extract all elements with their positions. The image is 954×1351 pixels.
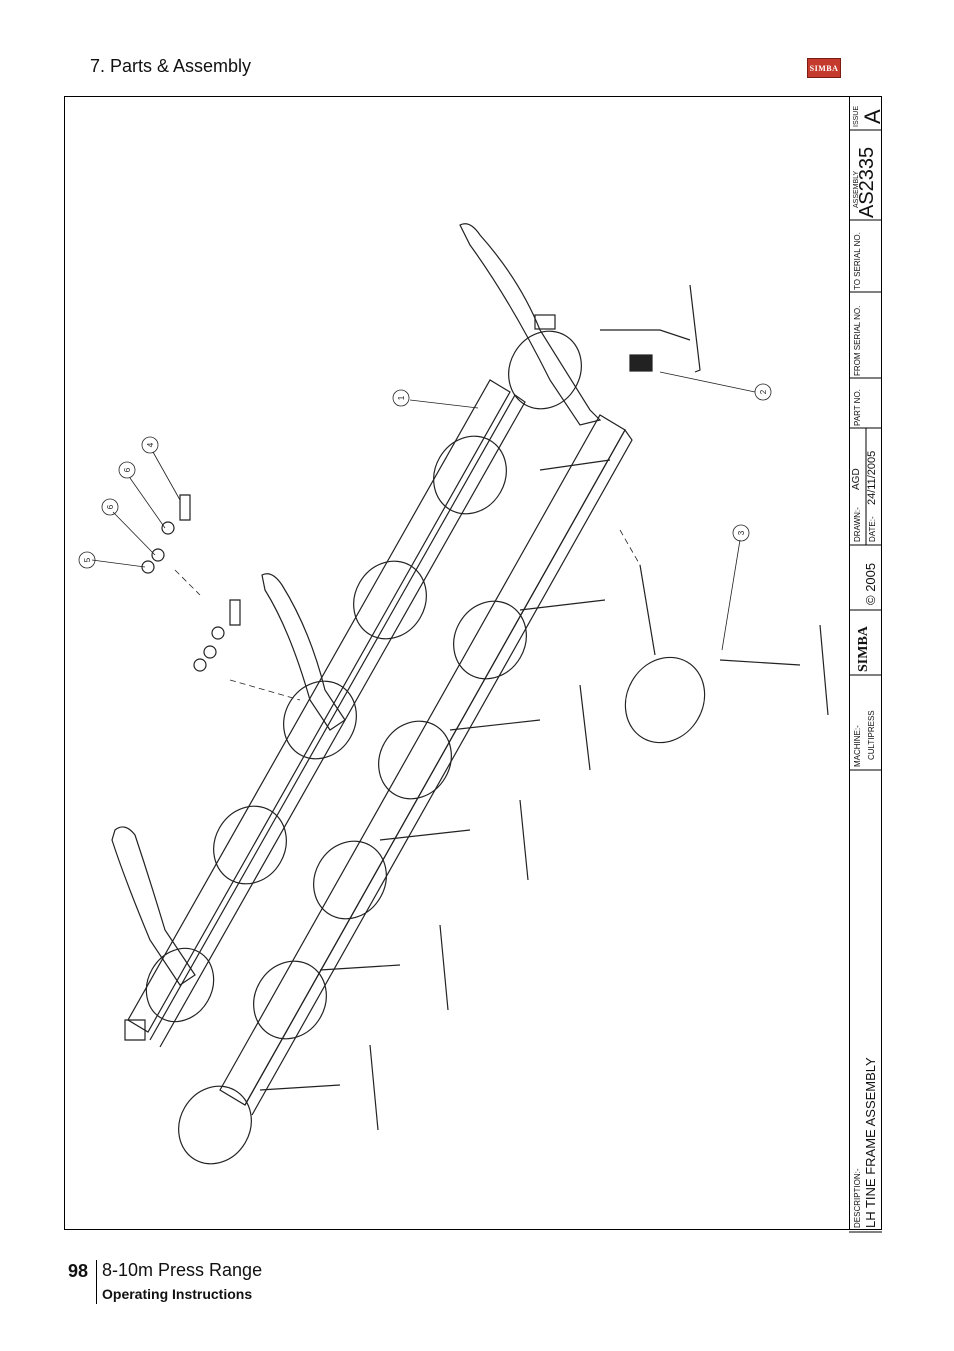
footer-range: 8-10m Press Range: [102, 1260, 263, 1280]
drawing-frame: [64, 96, 882, 1230]
copyright: © 2005: [863, 562, 878, 605]
footer-subtitle: Operating Instructions: [102, 1286, 253, 1302]
footer-divider: [96, 1260, 97, 1304]
date-value: 24/11/2005: [866, 450, 878, 505]
date-label: DATE:-: [868, 516, 877, 542]
balloon-2: 2: [759, 389, 768, 394]
fixings: [141, 314, 653, 672]
balloon-3: 3: [737, 530, 746, 535]
balloon-6a: 6: [123, 467, 132, 472]
balloon-1: 1: [397, 395, 406, 400]
description-value: LH TINE FRAME ASSEMBLY: [863, 1057, 878, 1228]
balloon-4: 4: [146, 442, 155, 447]
title-block: [849, 96, 882, 1230]
depth-arms: [111, 223, 602, 986]
from-serial-label: FROM SERIAL NO.: [853, 305, 862, 376]
machine-value: CULTIPRESS: [867, 710, 876, 760]
part-no-label: PART NO.: [853, 389, 862, 426]
press-wheels: [145, 330, 706, 1165]
balloon-5: 5: [83, 557, 92, 562]
leader-lines: [91, 371, 756, 701]
tine-legs: [259, 284, 829, 1131]
issue-value: A: [860, 109, 885, 124]
assembly-number: AS2335: [856, 146, 878, 218]
logo-text: SIMBA: [809, 64, 839, 73]
balloon-6b: 6: [106, 504, 115, 509]
balloon-circles: [78, 383, 772, 569]
drawn-label: DRAWN:-: [853, 507, 862, 542]
page-number: 98: [68, 1261, 89, 1281]
frame-beams: [124, 379, 633, 1116]
issue-label: ISSUE: [853, 105, 860, 127]
machine-label: MACHINE:-: [853, 725, 862, 767]
description-label: DESCRIPTION:-: [853, 1168, 862, 1228]
simba-brand: SIMBA: [856, 626, 871, 672]
drawn-value: AGD: [851, 468, 862, 490]
simba-logo: SIMBA: [807, 58, 841, 78]
section-title: 7. Parts & Assembly: [90, 56, 252, 76]
to-serial-label: TO SERIAL NO.: [853, 232, 862, 290]
